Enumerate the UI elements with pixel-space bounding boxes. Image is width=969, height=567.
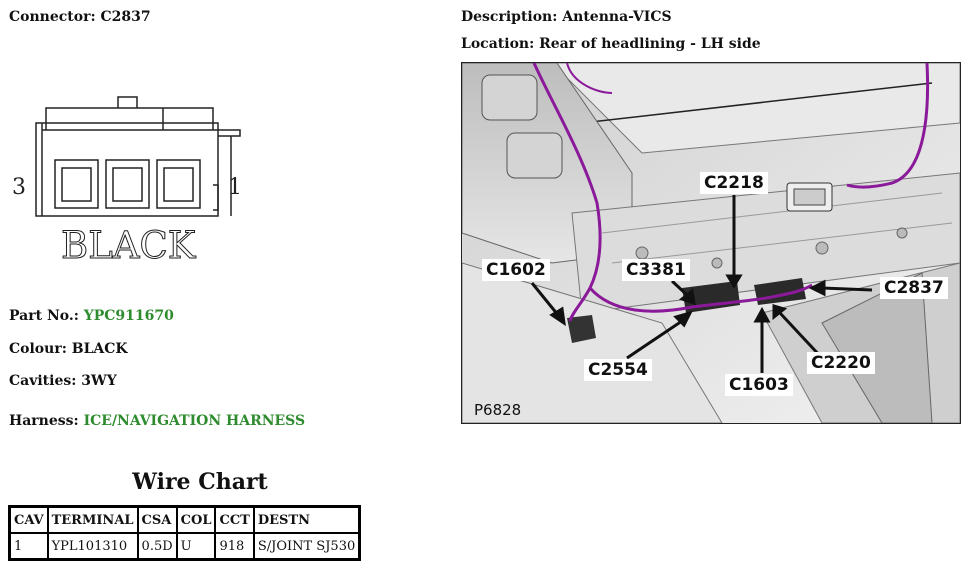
header-csa: CSA <box>136 505 178 534</box>
table-row: 1 YPL101310 0.5D U 918 S/JOINT SJ530 <box>8 532 361 561</box>
harness: Harness: ICE/NAVIGATION HARNESS <box>9 413 305 429</box>
wire-chart-table: CAV TERMINAL CSA COL CCT DESTN 1 YPL1013… <box>8 505 362 561</box>
cell-cct: 918 <box>214 532 255 561</box>
callout-c2220: C2220 <box>807 352 875 374</box>
header-terminal: TERMINAL <box>46 505 139 534</box>
connector-value: C2837 <box>100 9 151 25</box>
harness-label: Harness: <box>9 413 79 429</box>
part-no: Part No.: YPC911670 <box>9 308 174 324</box>
callout-c3381: C3381 <box>622 259 690 281</box>
callout-c1602: C1602 <box>482 259 550 281</box>
description-label: Description: Antenna-VICS <box>461 9 672 25</box>
location-value: Rear of headlining - LH side <box>539 36 761 52</box>
cell-terminal: YPL101310 <box>46 532 139 561</box>
connector-colour-text: BLACK <box>61 224 197 267</box>
description-value: Antenna-VICS <box>562 9 672 25</box>
header-col: COL <box>175 505 217 534</box>
wire-chart-header-row: CAV TERMINAL CSA COL CCT DESTN <box>8 505 361 534</box>
pin-3-label: 3 <box>12 175 26 200</box>
callout-c2837: C2837 <box>880 277 948 299</box>
harness-value: ICE/NAVIGATION HARNESS <box>83 413 306 429</box>
part-no-value: YPC911670 <box>83 308 174 324</box>
cavities-label: Cavities: <box>9 373 77 389</box>
location-label-text: Location: <box>461 36 535 52</box>
location-illustration: P6828 <box>462 63 960 423</box>
callout-c2554: C2554 <box>584 359 652 381</box>
photo-id: P6828 <box>474 401 521 419</box>
part-no-label: Part No.: <box>9 308 79 324</box>
header-cav: CAV <box>8 505 49 534</box>
cell-csa: 0.5D <box>136 532 178 561</box>
connector-label-text: Connector: <box>9 9 96 25</box>
header-destn: DESTN <box>252 505 361 534</box>
wire-chart-title: Wire Chart <box>132 469 268 495</box>
colour-label: Colour: <box>9 341 67 357</box>
connector-label: Connector: C2837 <box>9 9 151 25</box>
colour-value: BLACK <box>71 341 128 357</box>
cell-destn: S/JOINT SJ530 <box>252 532 361 561</box>
cell-col: U <box>175 532 217 561</box>
callout-c1603: C1603 <box>725 374 793 396</box>
connector-face-diagram: 3 1 BLACK <box>12 96 242 268</box>
location-photo: P6828 C2218 C1602 C3381 C2837 C2554 C160… <box>461 62 961 424</box>
cell-cav: 1 <box>8 532 49 561</box>
callout-c2218: C2218 <box>700 172 768 194</box>
cavities: Cavities: 3WY <box>9 373 117 389</box>
header-cct: CCT <box>214 505 255 534</box>
colour: Colour: BLACK <box>9 341 128 357</box>
cavities-value: 3WY <box>81 373 117 389</box>
pin-1-label: 1 <box>228 175 242 200</box>
description-label-text: Description: <box>461 9 558 25</box>
location-label: Location: Rear of headlining - LH side <box>461 36 761 52</box>
